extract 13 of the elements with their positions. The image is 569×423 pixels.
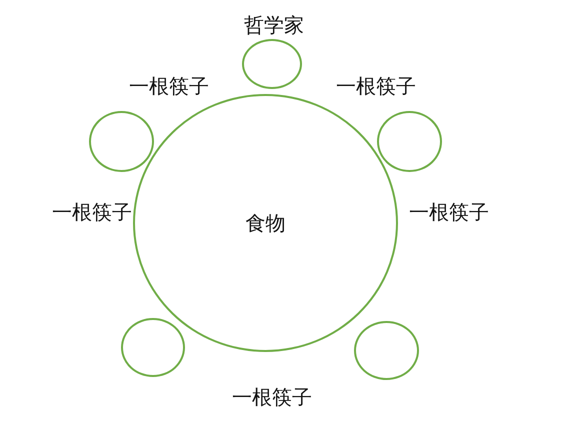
philosopher-circle (121, 318, 185, 377)
philosopher-circle (242, 39, 302, 89)
text-label: 一根筷子 (129, 75, 209, 97)
text-label: 一根筷子 (52, 201, 132, 223)
philosopher-circle (354, 321, 419, 380)
food-circle (133, 94, 398, 352)
text-label: 一根筷子 (409, 201, 489, 223)
text-label: 一根筷子 (336, 75, 416, 97)
node-caption: 哲学家 (244, 14, 304, 36)
philosopher-circle (377, 111, 442, 172)
philosopher-circle (89, 111, 154, 172)
node-label: 食物 (246, 212, 286, 234)
text-label: 一根筷子 (232, 386, 312, 408)
